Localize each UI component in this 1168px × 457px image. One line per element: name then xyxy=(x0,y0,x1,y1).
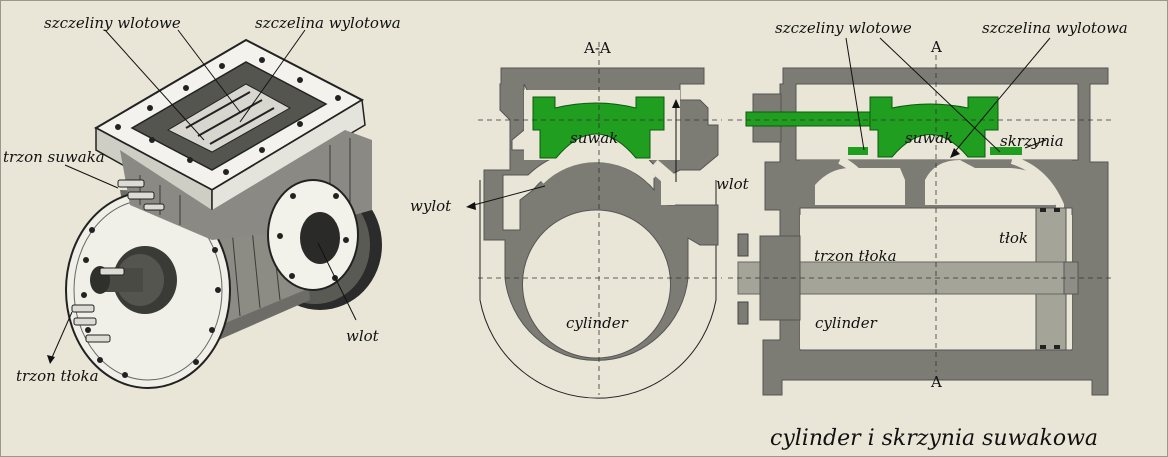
perspective-engraving: szczeliny wlotowe szczelina wylotowa trz… xyxy=(3,14,401,389)
label-inlet-ports-section: szczeliny wlotowe xyxy=(775,19,912,37)
label-valve-rod-3d: trzon suwaka xyxy=(3,148,105,166)
label-piston-section: tłok xyxy=(999,229,1028,247)
marker-a-top: A xyxy=(930,38,942,56)
marker-a-bottom: A xyxy=(930,373,942,391)
label-outlet-port-3d: szczelina wylotowa xyxy=(255,14,401,32)
label-outlet-aa: wylot xyxy=(410,197,452,215)
label-piston-rod-3d: trzon tłoka xyxy=(16,367,99,385)
label-piston-rod-section: trzon tłoka xyxy=(814,247,897,265)
label-cylinder-section: cylinder xyxy=(815,314,878,332)
section-longitudinal: A A szczeliny wlotowe szczelina wylotowa… xyxy=(728,19,1128,396)
label-valve-aa: suwak xyxy=(570,129,618,147)
label-inlet-3d: wlot xyxy=(346,327,380,345)
label-inlet-ports-3d: szczeliny wlotowe xyxy=(44,14,181,32)
label-chest-section: skrzynia xyxy=(1000,132,1064,150)
label-outlet-port-section: szczelina wylotowa xyxy=(982,19,1128,37)
label-valve-section: suwak xyxy=(905,129,953,147)
diagram-caption: cylinder i skrzynia suwakowa xyxy=(770,426,1098,451)
section-aa: A-A suwak wlot wylot cylinder xyxy=(410,39,750,399)
section-aa-title: A-A xyxy=(583,39,611,57)
label-inlet-aa: wlot xyxy=(716,175,750,193)
label-cylinder-aa: cylinder xyxy=(566,314,629,332)
